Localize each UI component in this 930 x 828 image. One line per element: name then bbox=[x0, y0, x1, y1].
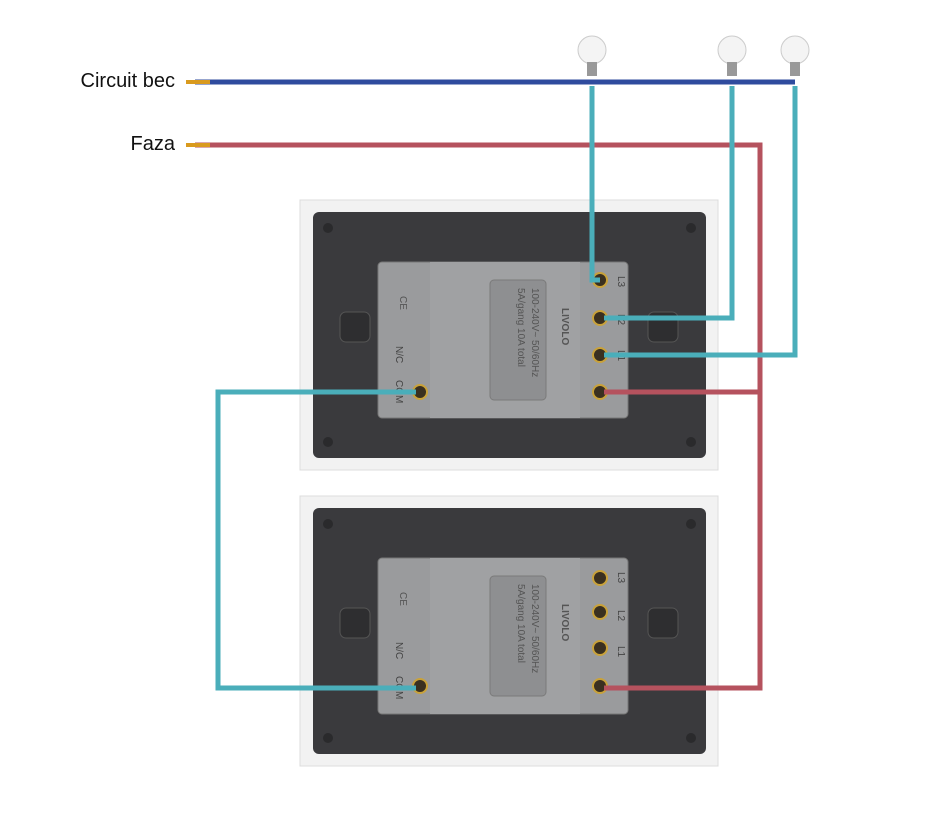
terminal-label-l3: L3 bbox=[615, 276, 626, 288]
module-brand: LIVOLO bbox=[559, 604, 570, 641]
ce-mark: CE bbox=[397, 592, 408, 606]
module-rating: 100-240V~ 50/60Hz bbox=[529, 288, 540, 377]
bulb-icons bbox=[577, 35, 810, 76]
switch-top: 100-240V~ 50/60Hz 5A/gang 10A total LIVO… bbox=[299, 199, 719, 471]
terminal-label-nc: N/C bbox=[393, 642, 404, 659]
ce-mark: CE bbox=[397, 296, 408, 310]
terminal-label-l1: L1 bbox=[615, 646, 626, 658]
module-brand: LIVOLO bbox=[559, 308, 570, 345]
module-rating: 100-240V~ 50/60Hz bbox=[529, 584, 540, 673]
terminal-label-l2: L2 bbox=[615, 610, 626, 622]
terminal-label-l3: L3 bbox=[615, 572, 626, 584]
switch-bottom: 100-240V~ 50/60Hz 5A/gang 10A total LIVO… bbox=[299, 495, 719, 767]
circuit-bec-label: Circuit bec bbox=[81, 70, 175, 92]
switch-wires bbox=[215, 86, 798, 691]
faza-wire bbox=[195, 142, 763, 691]
faza-label: Faza bbox=[131, 133, 176, 155]
module-rating-2: 5A/gang 10A total bbox=[515, 288, 526, 367]
module-rating-2: 5A/gang 10A total bbox=[515, 584, 526, 663]
terminal-label-nc: N/C bbox=[393, 346, 404, 363]
